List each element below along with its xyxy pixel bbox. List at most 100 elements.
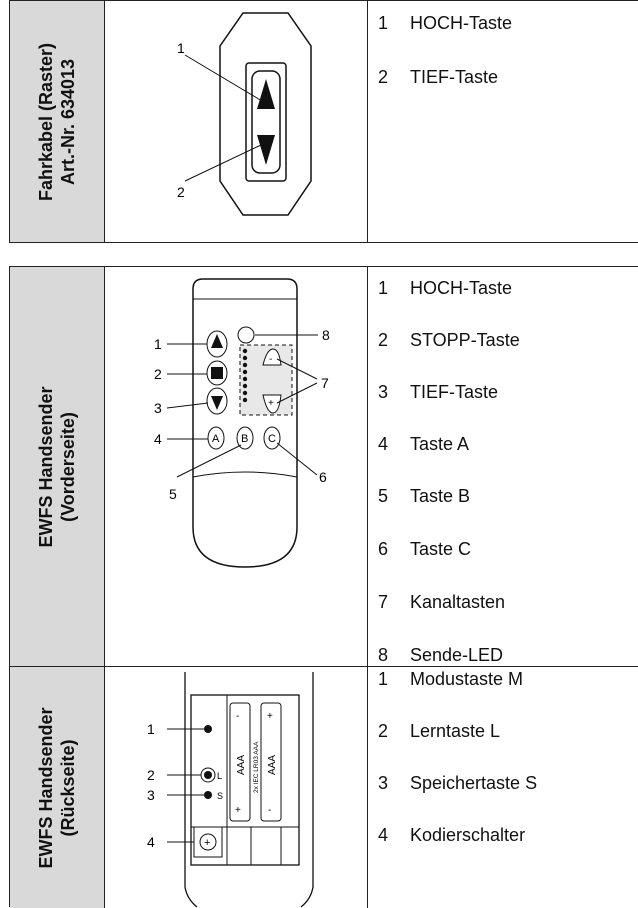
side-label-cell: Fahrkabel (Raster) Art.-Nr. 634013 — [10, 1, 105, 242]
send-led — [237, 326, 255, 344]
legend-number: 7 — [378, 592, 389, 612]
down-button — [206, 387, 228, 415]
handsender-front-diagram: - + A B C — [154, 278, 330, 568]
row-rueckseite: EWFS Handsender (Rückseite) - + + - AA — [10, 667, 638, 908]
legend-number: 2 — [378, 67, 389, 87]
side-label-cell: EWFS Handsender (Rückseite) — [10, 667, 105, 908]
legend-text: Taste C — [410, 539, 472, 559]
learn-letter: L — [217, 771, 222, 781]
leader-line-2 — [184, 143, 264, 182]
side-label-line2: (Vorderseite) — [58, 411, 78, 522]
channel-dots — [242, 348, 248, 403]
channel-minus-button — [262, 348, 282, 366]
row-vorderseite: EWFS Handsender (Vorderseite) — [10, 267, 638, 666]
legend-number: 4 — [378, 825, 389, 845]
battery-2-plus: + — [267, 711, 273, 722]
legend-text: TIEF-Taste — [410, 382, 499, 402]
legend-text: HOCH-Taste — [410, 278, 513, 298]
callout-1: 1 — [147, 721, 155, 737]
legend-number: 2 — [378, 330, 389, 350]
legend-text: TIEF-Taste — [410, 67, 499, 87]
callout-8: 8 — [322, 327, 330, 343]
legend-text: Modustaste M — [410, 669, 524, 689]
side-label-cell: EWFS Handsender (Vorderseite) — [10, 267, 105, 666]
legend-text: STOPP-Taste — [410, 330, 520, 350]
side-label-line1: Fahrkabel (Raster) — [36, 42, 56, 201]
leader-line-1 — [184, 54, 263, 102]
callout-1: 1 — [154, 336, 162, 352]
figure-fahrkabel: 1 2 — [105, 1, 368, 242]
battery-1-label: AAA — [236, 755, 247, 775]
up-arrow-icon — [257, 79, 275, 109]
callout-5: 5 — [169, 486, 177, 502]
callout-1: 1 — [177, 40, 185, 56]
side-label-line2: (Rückseite) — [58, 738, 78, 837]
remote-bottom-curve — [192, 471, 298, 478]
battery-2-minus: - — [268, 805, 271, 816]
callout-2: 2 — [147, 767, 155, 783]
leader-lines — [167, 728, 204, 843]
battery-2-label: AAA — [267, 755, 278, 775]
callout-3: 3 — [154, 400, 162, 416]
leader-lines — [166, 334, 318, 478]
battery-middle-label: 2x IEC LR03 AAA — [253, 741, 260, 793]
figure-vorderseite: - + A B C — [105, 267, 368, 666]
remote-left-edge — [184, 672, 198, 908]
side-label: Fahrkabel (Raster) Art.-Nr. 634013 — [35, 42, 79, 200]
legend-text: Kodierschalter — [410, 825, 526, 845]
table-handsender: EWFS Handsender (Vorderseite) — [9, 266, 638, 908]
button-c — [263, 426, 281, 450]
callout-7: 7 — [321, 375, 329, 391]
legend-text: Kanaltasten — [410, 592, 506, 612]
section-divider — [10, 666, 638, 667]
learn-button — [204, 771, 212, 779]
coding-switch-knob — [199, 833, 217, 851]
callout-3: 3 — [147, 787, 155, 803]
legend-text: Taste B — [410, 486, 471, 506]
coding-switch-plus: + — [204, 837, 210, 849]
legend-number: 5 — [378, 486, 389, 506]
battery-1-plus: + — [235, 805, 241, 816]
cable-housing-outline — [219, 12, 312, 216]
save-button — [204, 791, 212, 799]
callout-2: 2 — [154, 366, 162, 382]
legend-number: 6 — [378, 539, 389, 559]
side-label-line2: Art.-Nr. 634013 — [58, 58, 78, 185]
channel-plus-label: + — [268, 398, 274, 409]
legend-text: Speichertaste S — [410, 773, 538, 793]
button-b-label: B — [241, 433, 248, 445]
save-letter: S — [217, 791, 223, 801]
battery-compartment — [190, 694, 300, 866]
callout-4: 4 — [147, 834, 155, 850]
legend-number: 3 — [378, 382, 389, 402]
button-b — [236, 426, 254, 450]
fahrkabel-diagram: 1 2 — [177, 12, 312, 216]
battery-1 — [229, 702, 251, 822]
button-c-label: C — [268, 433, 276, 445]
side-label: EWFS Handsender (Rückseite) — [35, 707, 79, 868]
legend-text: Lerntaste L — [410, 721, 501, 741]
table-fahrkabel: Fahrkabel (Raster) Art.-Nr. 634013 1 2 1… — [9, 0, 638, 243]
down-arrow-icon — [257, 135, 275, 165]
callout-4: 4 — [154, 431, 162, 447]
legend-number: 3 — [378, 773, 389, 793]
remote-body-outline — [192, 278, 298, 568]
figure-rueckseite: - + + - AAA 2x IEC LR03 AAA AAA L S + — [105, 667, 368, 908]
channel-minus-label: - — [269, 354, 272, 365]
legend-number: 4 — [378, 434, 389, 454]
battery-2 — [260, 702, 282, 822]
legend-text: HOCH-Taste — [410, 13, 513, 33]
button-a — [207, 426, 225, 450]
up-arrow-icon — [211, 334, 223, 348]
legend-number: 1 — [378, 669, 389, 689]
stop-square-icon — [211, 367, 223, 379]
callout-6: 6 — [319, 469, 327, 485]
side-label-line1: EWFS Handsender — [36, 385, 56, 548]
mode-button — [204, 725, 212, 733]
down-arrow-icon — [211, 396, 223, 410]
handsender-back-diagram: - + + - AAA 2x IEC LR03 AAA AAA L S + — [147, 672, 314, 908]
legend-number: 1 — [378, 278, 389, 298]
legend-number: 1 — [378, 13, 389, 33]
stop-button — [206, 360, 228, 386]
legend-text: Sende-LED — [410, 645, 504, 665]
